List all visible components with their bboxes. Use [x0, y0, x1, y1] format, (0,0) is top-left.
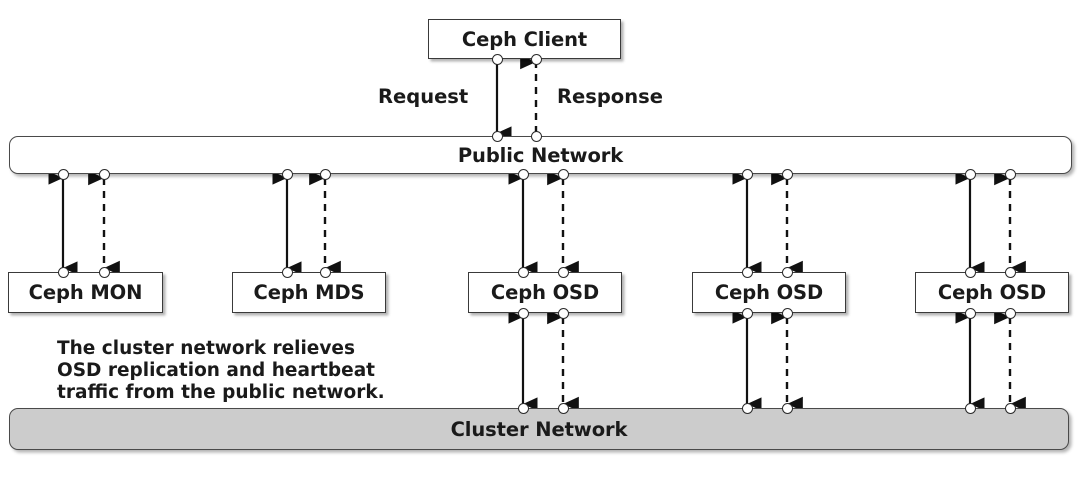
- port-public-client-request: [491, 130, 503, 142]
- edge-label-response: Response: [557, 85, 663, 108]
- port-public-mds-solid: [281, 168, 293, 180]
- port-public-mon-dashed: [98, 168, 110, 180]
- port-osd1-bottom-dashed: [557, 307, 569, 319]
- port-mon-top-solid: [57, 266, 69, 278]
- port-public-osd2-dashed: [781, 168, 793, 180]
- port-public-osd2-solid: [741, 168, 753, 180]
- port-public-osd3-solid: [964, 168, 976, 180]
- port-osd2-bottom-solid: [741, 307, 753, 319]
- node-label-client: Ceph Client: [461, 27, 588, 51]
- node-label-mon: Ceph MON: [28, 281, 143, 304]
- port-public-client-response: [530, 130, 542, 142]
- port-osd3-top-solid: [964, 266, 976, 278]
- port-client-response-in: [530, 53, 542, 65]
- port-osd3-bottom-solid: [964, 307, 976, 319]
- node-label-osd1: Ceph OSD: [490, 281, 600, 304]
- port-cluster-osd3-solid: [964, 402, 976, 414]
- node-box-mds: Ceph MDS: [232, 272, 386, 313]
- port-cluster-osd1-dashed: [557, 402, 569, 414]
- cluster-network-note: The cluster network relieves OSD replica…: [57, 338, 385, 403]
- port-public-osd1-dashed: [557, 168, 569, 180]
- network-bar-public: Public Network: [9, 136, 1072, 174]
- network-label-public: Public Network: [457, 143, 624, 167]
- port-cluster-osd3-dashed: [1004, 402, 1016, 414]
- node-label-mds: Ceph MDS: [253, 281, 365, 304]
- port-public-mon-solid: [57, 168, 69, 180]
- port-osd2-top-solid: [741, 266, 753, 278]
- node-box-osd1: Ceph OSD: [468, 272, 622, 313]
- port-mon-top-dashed: [98, 266, 110, 278]
- connector-arrows: [48, 54, 1026, 412]
- edge-label-request: Request: [378, 85, 469, 108]
- port-public-osd1-solid: [517, 168, 529, 180]
- port-public-mds-dashed: [319, 168, 331, 180]
- port-public-osd3-dashed: [1004, 168, 1016, 180]
- port-osd3-bottom-dashed: [1004, 307, 1016, 319]
- port-osd1-top-dashed: [557, 266, 569, 278]
- network-label-cluster: Cluster Network: [450, 417, 628, 441]
- node-label-osd2: Ceph OSD: [714, 281, 824, 304]
- node-box-client: Ceph Client: [428, 19, 621, 59]
- port-osd1-top-solid: [517, 266, 529, 278]
- node-box-osd2: Ceph OSD: [692, 272, 846, 313]
- port-osd3-top-dashed: [1004, 266, 1016, 278]
- port-mds-top-dashed: [319, 266, 331, 278]
- port-osd2-top-dashed: [781, 266, 793, 278]
- network-bar-cluster: Cluster Network: [9, 408, 1069, 450]
- port-client-request-out: [491, 53, 503, 65]
- node-box-mon: Ceph MON: [8, 272, 163, 313]
- port-cluster-osd2-dashed: [781, 402, 793, 414]
- port-osd2-bottom-dashed: [781, 307, 793, 319]
- node-box-osd3: Ceph OSD: [915, 272, 1069, 313]
- port-cluster-osd2-solid: [741, 402, 753, 414]
- port-mds-top-solid: [281, 266, 293, 278]
- port-cluster-osd1-solid: [517, 402, 529, 414]
- node-label-osd3: Ceph OSD: [937, 281, 1047, 304]
- port-osd1-bottom-solid: [517, 307, 529, 319]
